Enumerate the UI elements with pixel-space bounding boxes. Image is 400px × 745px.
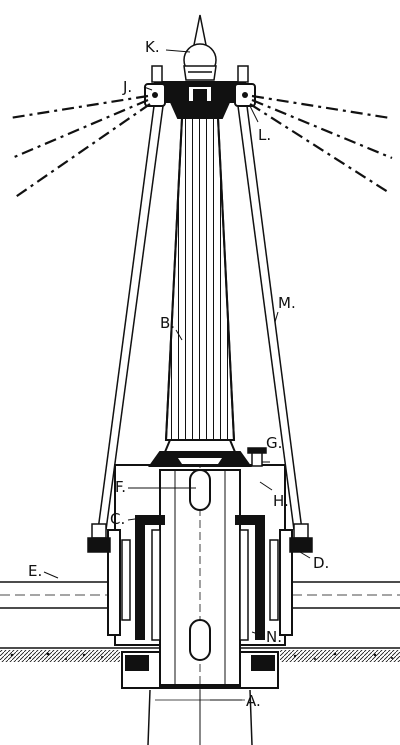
label-j: J. [122,78,132,96]
label-d: D. [313,554,329,572]
mast-head [144,81,256,119]
label-e: E. [28,562,42,580]
bearing-sleeves [121,515,279,641]
finial [183,14,217,81]
leader-lines [43,49,311,701]
oil-cup [247,447,267,467]
radiating-cables [9,94,393,199]
inner-sleeve [159,460,241,690]
label-l: L. [258,126,271,144]
label-g: G. [266,434,282,452]
horizontal-shaft [0,581,400,609]
label-a: A. [246,692,261,710]
label-c: C. [110,510,125,528]
base-post [147,689,253,745]
part-labels: K. J. L. B. M. G. F. H. C. D. E. N. A. [28,38,329,710]
turnbuckles [87,65,313,553]
label-f: F. [115,478,126,496]
label-b: B. [160,314,175,332]
label-h: H. [273,492,289,510]
column-base-ring [148,439,252,467]
guy-rods [97,105,303,531]
fluted-column [164,117,236,441]
label-m: M. [278,294,296,312]
label-n: N. [266,628,282,646]
label-k: K. [145,38,160,56]
